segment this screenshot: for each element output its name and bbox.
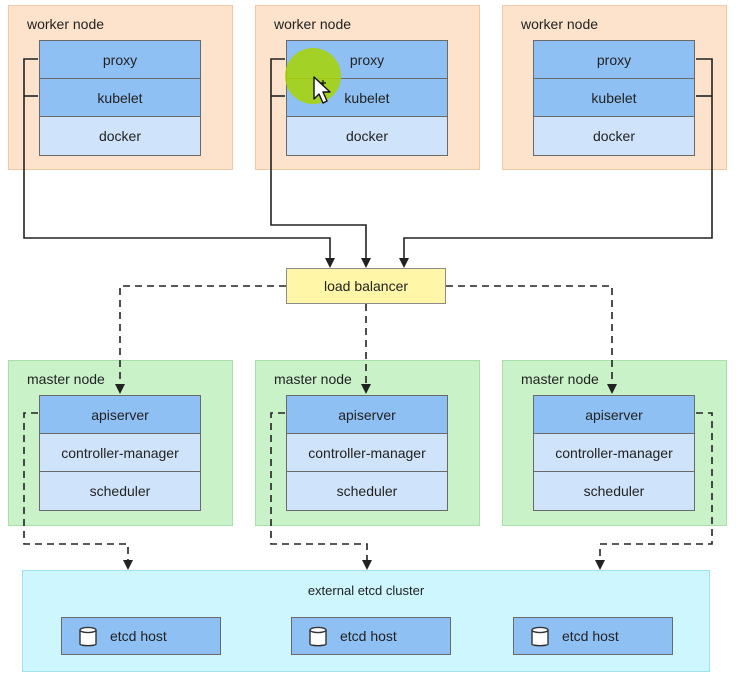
component-stack: apiserver controller-manager scheduler [39,395,201,511]
worker3-to-lb-line [399,58,713,268]
etcd-host-3: etcd host [513,617,673,655]
apiserver-component: apiserver [534,396,694,434]
component-stack: proxy kubelet docker [39,40,201,156]
apiserver-component: apiserver [40,396,200,434]
worker2-to-lb-line [270,58,371,268]
etcd-cluster: external etcd cluster etcd host etcd hos… [22,570,710,672]
node-title: worker node [27,16,105,32]
database-icon [531,626,549,647]
database-icon [79,626,97,647]
controller-manager-component: controller-manager [534,434,694,472]
kubelet-component: kubelet [534,79,694,117]
scheduler-component: scheduler [534,472,694,510]
component-stack: apiserver controller-manager scheduler [533,395,695,511]
master1-to-etcd-line [23,412,133,570]
load-balancer: load balancer [286,268,446,304]
worker-node-1: worker node proxy kubelet docker [8,5,233,170]
kubelet-component: kubelet [40,79,200,117]
component-stack: proxy kubelet docker [533,40,695,156]
docker-component: docker [40,117,200,155]
worker1-to-lb-line [23,58,335,268]
node-title: worker node [521,16,599,32]
docker-component: docker [287,117,447,155]
database-icon [309,626,327,647]
lb-to-master3-line [446,285,617,394]
node-title: master node [521,371,599,387]
etcd-host-1: etcd host [61,617,221,655]
etcd-host-label: etcd host [340,628,397,644]
controller-manager-component: controller-manager [40,434,200,472]
apiserver-component: apiserver [287,396,447,434]
scheduler-component: scheduler [287,472,447,510]
master3-to-etcd-line [595,412,713,570]
etcd-host-label: etcd host [110,628,167,644]
node-title: master node [27,371,105,387]
etcd-host-label: etcd host [562,628,619,644]
controller-manager-component: controller-manager [287,434,447,472]
proxy-component: proxy [40,41,200,79]
master2-to-etcd-line [270,412,372,570]
worker-node-2: worker node proxy kubelet docker [255,5,480,170]
docker-component: docker [534,117,694,155]
proxy-component: proxy [534,41,694,79]
etcd-cluster-title: external etcd cluster [307,583,425,598]
node-title: worker node [274,16,352,32]
etcd-host-2: etcd host [291,617,451,655]
scheduler-component: scheduler [40,472,200,510]
worker-node-3: worker node proxy kubelet docker [502,5,727,170]
component-stack: apiserver controller-manager scheduler [286,395,448,511]
lb-to-master1-line [115,285,286,394]
node-title: master node [274,371,352,387]
